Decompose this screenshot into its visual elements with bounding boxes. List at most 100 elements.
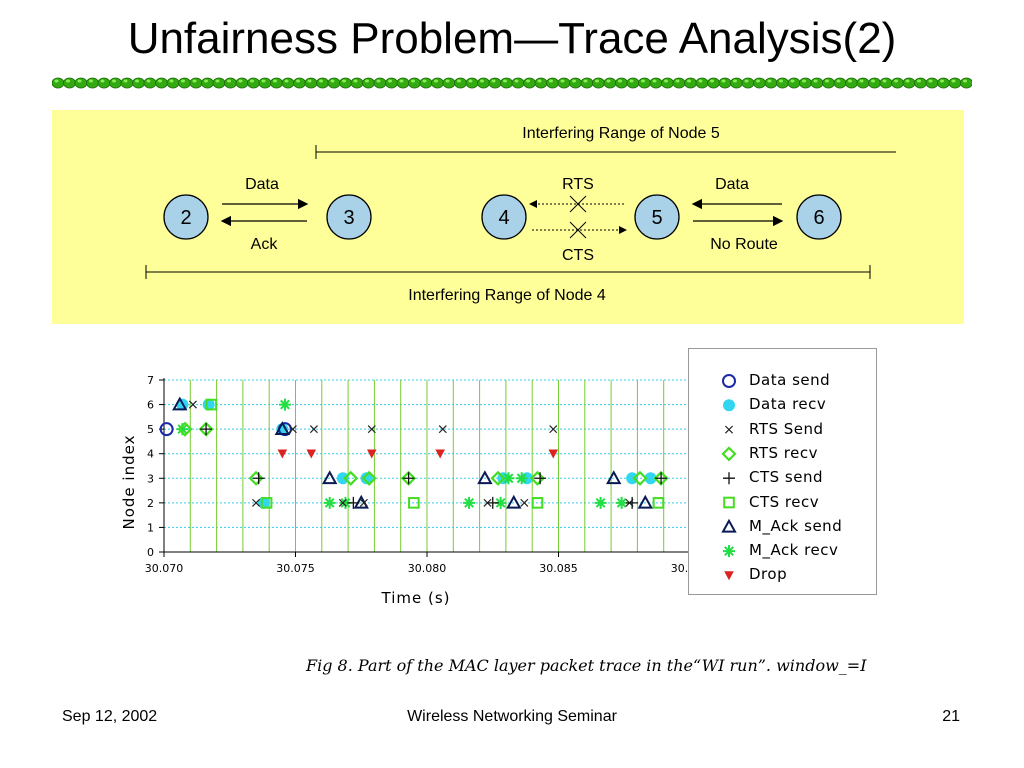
bead [316, 77, 329, 89]
data-point [652, 497, 665, 509]
bead [120, 77, 134, 89]
bead [327, 77, 341, 89]
legend-marker [723, 545, 735, 558]
data-point [343, 470, 359, 486]
legend-markers [721, 374, 737, 581]
data-point [506, 494, 522, 509]
data-point [477, 470, 493, 485]
bead [373, 77, 387, 89]
legend-entry: RTS Send [749, 419, 824, 438]
series-m-ack-recv [176, 398, 628, 509]
series-drop [277, 449, 559, 459]
series-rts-send [188, 400, 634, 507]
bead [212, 77, 226, 89]
bead [764, 77, 778, 89]
bead [488, 77, 502, 89]
legend-entry: M_Ack send [749, 516, 843, 535]
y-tick-label: 3 [147, 472, 154, 485]
data-point [529, 470, 546, 486]
bead [293, 77, 306, 89]
data-65-label: Data [715, 176, 749, 193]
chart-grid [163, 379, 691, 552]
x-axis-label: Time (s) [381, 589, 451, 607]
legend-marker [723, 472, 735, 485]
data-point [359, 498, 368, 507]
bead [523, 77, 536, 89]
legend-entry: M_Ack recv [749, 541, 839, 560]
y-tick-label: 2 [147, 497, 154, 510]
data-point [401, 470, 417, 486]
bead [419, 77, 433, 89]
range4-label: Interfering Range of Node 4 [408, 287, 606, 304]
bead [833, 77, 847, 89]
bead [86, 77, 99, 89]
data-point [486, 496, 499, 509]
bead [845, 77, 858, 89]
data-point [188, 400, 197, 409]
data-point [338, 498, 347, 507]
svg-text:2: 2 [180, 207, 191, 229]
svg-text:5: 5 [651, 207, 662, 229]
bead [707, 77, 720, 89]
data-point [644, 472, 657, 485]
bead-divider [52, 77, 972, 89]
bead [925, 77, 939, 89]
data-point [637, 494, 653, 509]
cts-label: CTS [562, 247, 594, 264]
node-3: 3 [326, 194, 372, 240]
bead [730, 77, 743, 89]
network-diagram: Interfering Range of Node 5 Data Ack RTS… [145, 125, 896, 304]
series-cts-recv [205, 398, 665, 509]
bead [178, 77, 191, 89]
legend-marker [723, 399, 735, 412]
data-point [306, 449, 317, 459]
bead [201, 77, 214, 89]
bead [74, 77, 88, 89]
data-point [531, 497, 544, 509]
slide-title: Unfairness Problem—Trace Analysis(2) [127, 14, 897, 63]
bead [799, 77, 812, 89]
bead [902, 77, 916, 89]
data-point [615, 496, 628, 509]
bead [580, 77, 594, 89]
bead [281, 77, 295, 89]
bead [810, 77, 824, 89]
footer-date: Sep 12, 2002 [62, 708, 158, 725]
bead [247, 77, 260, 89]
legend-marker [724, 571, 734, 581]
legend-marker [723, 496, 735, 509]
data-point [309, 425, 318, 434]
data-point [198, 421, 214, 437]
x-tick-label: 30.075 [276, 562, 315, 575]
bead [948, 77, 962, 89]
legend-marker [724, 425, 734, 434]
data-point [402, 472, 415, 485]
bead [868, 77, 881, 89]
legend-entry: CTS recv [749, 492, 820, 511]
noroute-label: No Route [710, 236, 778, 253]
bead [442, 77, 456, 89]
bead [741, 77, 755, 89]
data-23-label: Data [245, 176, 279, 193]
bead [431, 77, 444, 89]
data-point [438, 425, 447, 434]
data-point [490, 470, 506, 486]
data-point [339, 496, 352, 509]
footer-page-number: 21 [942, 708, 960, 725]
bead [856, 77, 870, 89]
legend-entry: Data recv [749, 395, 827, 414]
legend-entry: Data send [749, 371, 831, 389]
bead [753, 77, 766, 89]
diagram-panel: Interfering Range of Node 5 Data Ack RTS… [52, 110, 964, 324]
data-point [435, 449, 445, 459]
bead [270, 77, 283, 89]
bead [189, 77, 203, 89]
bead [97, 77, 111, 89]
bead [132, 77, 145, 89]
bead [626, 77, 640, 89]
bead [224, 77, 237, 89]
data-point [655, 472, 668, 485]
bead [166, 77, 180, 89]
